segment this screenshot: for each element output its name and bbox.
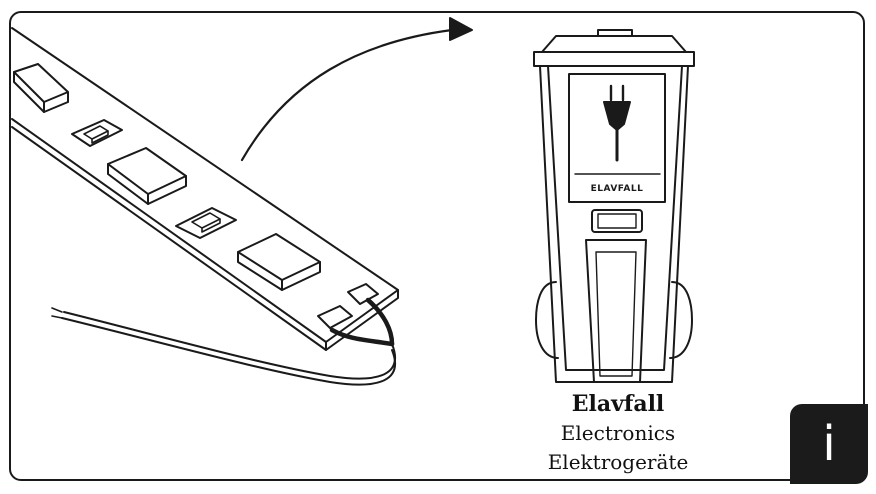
- info-button[interactable]: i: [790, 404, 868, 484]
- caption-title: Elavfall: [571, 391, 665, 417]
- resistor: [71, 119, 123, 147]
- recycling-bin-icon: [533, 29, 695, 383]
- resistor: [175, 207, 237, 239]
- plug-icon: [603, 84, 631, 162]
- bin-label: ELAVFALL: [591, 184, 644, 194]
- led-strip-illustration: [11, 27, 399, 351]
- caption-line-elektrogeraete: Elektrogeräte: [547, 450, 689, 474]
- info-icon: i: [822, 416, 836, 472]
- led-chip: [107, 147, 187, 205]
- led-chip: [237, 233, 321, 291]
- illustration-frame: [9, 11, 865, 481]
- arrow-right-icon: [240, 17, 473, 162]
- led-chip: [13, 63, 69, 113]
- cable-illustration: [51, 297, 397, 386]
- caption-line-electronics: Electronics: [560, 421, 676, 445]
